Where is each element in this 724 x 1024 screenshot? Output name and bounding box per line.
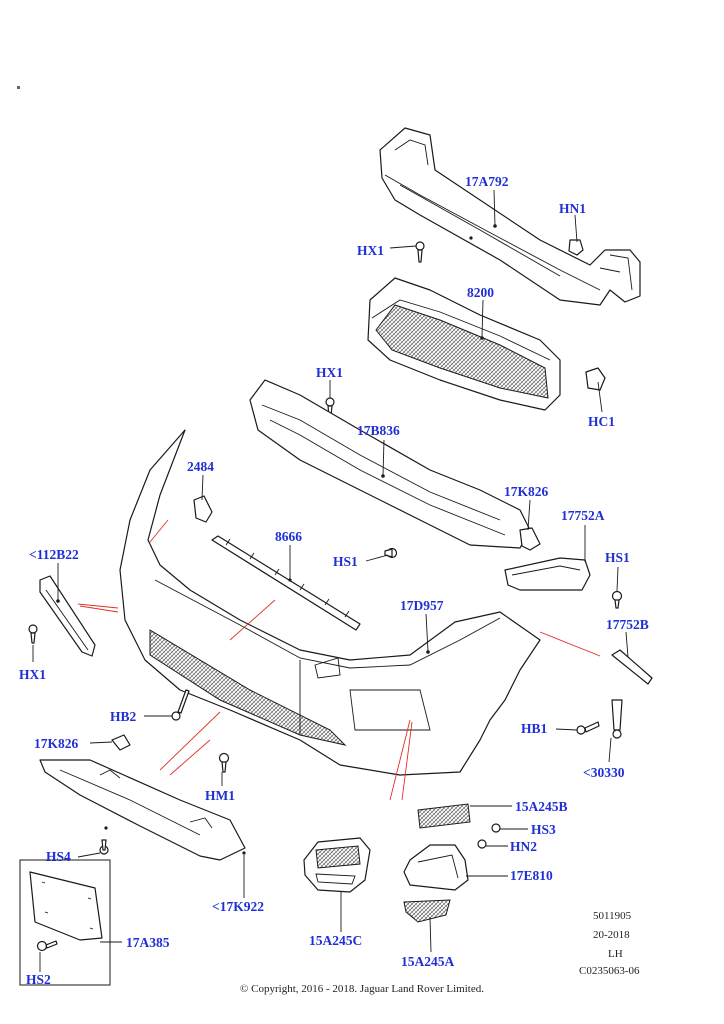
- screw-hx1-top-part: [415, 241, 425, 263]
- bracket-2484-part: [193, 495, 213, 523]
- callout-hs4[interactable]: HS4: [46, 849, 71, 864]
- reference-number: 5011905: [593, 910, 632, 922]
- side-bracket-112b22-part: [39, 575, 96, 657]
- clip-17k826-left-part: [111, 734, 131, 751]
- callout-hx1-left[interactable]: HX1: [19, 667, 46, 682]
- bumper-cover-part: [119, 429, 541, 776]
- callout-17a792[interactable]: 17A792: [465, 174, 509, 189]
- reference-date: 20-2018: [593, 929, 630, 941]
- screw-hs2-part: [36, 940, 58, 952]
- grille-carrier-part: [249, 379, 531, 549]
- undertray-17k922-part: [39, 759, 246, 861]
- callout-hm1[interactable]: HM1: [205, 788, 235, 803]
- callout-2484[interactable]: 2484: [187, 459, 214, 474]
- screw-hs1-left-part: [384, 547, 398, 559]
- callout-15a245b[interactable]: 15A245B: [515, 799, 568, 814]
- callout-leader-lines: [32, 189, 629, 972]
- clip-17k826-right-part: [519, 527, 541, 551]
- bolt-hb2-part: [171, 689, 190, 721]
- callout-15a245a[interactable]: 15A245A: [401, 954, 455, 969]
- callout-hs1-right[interactable]: HS1: [605, 550, 630, 565]
- license-plate-bracket-part: [19, 859, 111, 986]
- callout-hn2[interactable]: HN2: [510, 839, 537, 854]
- nut-hn2-part: [477, 839, 487, 849]
- assembly-guide-lines: [77, 519, 601, 801]
- screw-hs1-right-part: [611, 590, 623, 609]
- callout-17e810[interactable]: 17E810: [510, 868, 553, 883]
- fog-bezel-17e810-part: [403, 844, 469, 891]
- callout-17a385[interactable]: 17A385: [126, 935, 170, 950]
- callout-hb2[interactable]: HB2: [110, 709, 137, 724]
- callout-17k826-right[interactable]: 17K826: [504, 484, 549, 499]
- lamp-17752a-part: [504, 557, 591, 591]
- callout-30330[interactable]: <30330: [583, 765, 625, 780]
- callout-112b22[interactable]: <112B22: [29, 547, 79, 562]
- vent-15a245a-part: [403, 899, 451, 923]
- margin-marker: [17, 86, 20, 89]
- reference-code: C0235063-06: [579, 965, 640, 977]
- callout-17b836[interactable]: 17B836: [357, 423, 400, 438]
- callout-hn1[interactable]: HN1: [559, 201, 586, 216]
- bumper-beam-part: [379, 127, 641, 306]
- callout-17752a[interactable]: 17752A: [561, 508, 605, 523]
- callout-hx1-mid[interactable]: HX1: [316, 365, 343, 380]
- callout-17k826-left[interactable]: 17K826: [34, 736, 79, 751]
- callout-17d957[interactable]: 17D957: [400, 598, 444, 613]
- screw-hs4-part: [99, 839, 109, 855]
- fastener-hm1-part: [218, 752, 230, 773]
- vent-15a245c-part: [303, 837, 371, 893]
- callout-hx1-top[interactable]: HX1: [357, 243, 384, 258]
- screw-hx1-left-part: [28, 624, 38, 644]
- callout-hc1[interactable]: HC1: [588, 414, 615, 429]
- bolt-hb1-part: [576, 721, 600, 735]
- clip-hc1-part: [585, 367, 606, 391]
- screw-hs3-part: [491, 823, 501, 833]
- callout-8200[interactable]: 8200: [467, 285, 494, 300]
- reference-side: LH: [608, 948, 623, 960]
- callout-hb1[interactable]: HB1: [521, 721, 548, 736]
- nut-hn1-part: [568, 239, 584, 256]
- copyright-notice: © Copyright, 2016 - 2018. Jaguar Land Ro…: [240, 983, 484, 995]
- callout-17752b[interactable]: 17752B: [606, 617, 649, 632]
- callout-15a245c[interactable]: 15A245C: [309, 933, 363, 948]
- fastener-30330-part: [611, 699, 623, 739]
- callout-hs3[interactable]: HS3: [531, 822, 556, 837]
- badge-17752b-part: [611, 649, 653, 685]
- callout-17k922[interactable]: <17K922: [212, 899, 264, 914]
- callout-hs1-left[interactable]: HS1: [333, 554, 358, 569]
- callout-hs2[interactable]: HS2: [26, 972, 51, 987]
- grille-part: [367, 277, 561, 411]
- vent-15a245b-part: [417, 803, 471, 829]
- strip-8666-part: [211, 535, 361, 631]
- callout-8666[interactable]: 8666: [275, 529, 302, 544]
